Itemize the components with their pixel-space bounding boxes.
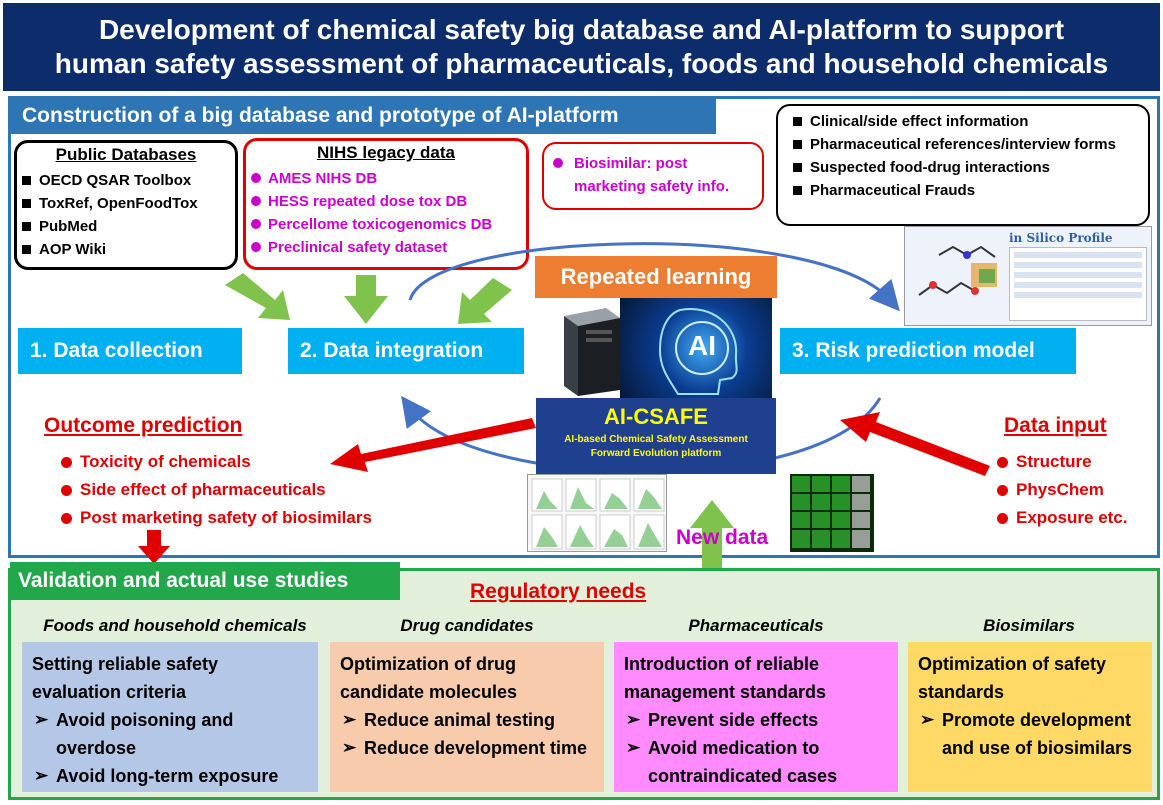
public-databases-title: Public Databases: [55, 145, 197, 164]
outcome-list: Toxicity of chemicals Side effect of pha…: [56, 448, 436, 532]
column-drug-candidates: Optimization of drug candidate molecules…: [330, 642, 604, 792]
data-input-item: PhysChem: [992, 476, 1152, 504]
software-screenshot: in Silico Profile: [904, 226, 1152, 326]
bullet-dot: [553, 158, 563, 168]
microscopy-image: [790, 474, 874, 552]
aicsafe-subtitle-2: Forward Evolution platform: [590, 448, 722, 459]
biosimilar-box: Biosimilar: post marketing safety info.: [542, 142, 764, 210]
column-item: Reduce animal testing: [340, 706, 594, 734]
construction-section-header: Construction of a big database and proto…: [10, 98, 716, 134]
column-item: Promote development and use of biosimila…: [918, 706, 1142, 762]
ai-label: AI: [688, 330, 716, 361]
public-databases-box: Public Databases OECD QSAR Toolbox ToxRe…: [14, 140, 238, 270]
stage-data-collection: 1. Data collection: [18, 328, 242, 374]
clinical-item: Pharmaceutical Frauds: [788, 179, 1144, 202]
stage-data-integration: 2. Data integration: [288, 328, 524, 374]
column-foods: Setting reliable safety evaluation crite…: [22, 642, 318, 792]
new-data-label: New data: [676, 526, 769, 549]
aicsafe-name: AI-CSAFE: [604, 404, 708, 429]
clinical-item: Pharmaceutical references/interview form…: [788, 133, 1144, 156]
ai-head-icon: [658, 308, 738, 395]
data-input-list: Structure PhysChem Exposure etc.: [992, 448, 1152, 532]
nihs-legacy-box: NIHS legacy data AMES NIHS DB HESS repea…: [243, 138, 529, 270]
public-db-item: ToxRef, OpenFoodTox: [17, 192, 235, 215]
title-line-2: human safety assessment of pharmaceutica…: [54, 48, 1109, 79]
cell-grid: [792, 476, 870, 548]
category-foods: Foods and household chemicals: [43, 616, 307, 635]
column-heading: Introduction of reliable management stan…: [624, 654, 827, 702]
green-arrow-biosimilar: [458, 278, 512, 324]
outcome-item: Toxicity of chemicals: [56, 448, 436, 476]
repeated-learning-label: Repeated learning: [535, 256, 777, 298]
public-db-item: PubMed: [17, 215, 235, 238]
aicsafe-subtitle-1: AI-based Chemical Safety Assessment: [564, 434, 748, 445]
nihs-item: AMES NIHS DB: [246, 167, 526, 190]
column-item: Avoid long-term exposure: [32, 762, 308, 790]
column-pharmaceuticals: Introduction of reliable management stan…: [614, 642, 898, 792]
software-table: [1009, 247, 1147, 321]
red-arrow-outcome: [330, 418, 536, 472]
green-arrow-new-data: [690, 500, 734, 608]
column-item: Avoid poisoning and overdose: [32, 706, 308, 762]
clinical-info-box: Clinical/side effect information Pharmac…: [776, 104, 1150, 226]
title-line-1: Development of chemical safety big datab…: [98, 14, 1065, 45]
server-icon: [564, 308, 620, 396]
red-arrow-down: [138, 530, 170, 564]
validation-section-header: Validation and actual use studies: [10, 562, 400, 600]
public-db-item: AOP Wiki: [17, 238, 235, 261]
column-heading: Optimization of safety standards: [918, 654, 1107, 702]
public-db-item: OECD QSAR Toolbox: [17, 169, 235, 192]
regulatory-needs-title: Regulatory needs: [470, 580, 647, 603]
nihs-legacy-title: NIHS legacy data: [317, 143, 455, 162]
aicsafe-box: AI-CSAFE AI-based Chemical Safety Assess…: [536, 398, 776, 474]
category-biosimilars: Biosimilars: [983, 616, 1075, 635]
column-item: Avoid medication to contraindicated case…: [624, 734, 888, 790]
software-title: in Silico Profile: [1009, 231, 1113, 245]
nihs-item: Preclinical safety dataset: [246, 236, 526, 259]
molecule-structures: [918, 245, 997, 296]
data-input-item: Structure: [992, 448, 1152, 476]
mini-charts: [531, 478, 665, 550]
green-arrow-nihs: [344, 275, 388, 324]
chart-thumbnails: [527, 474, 667, 552]
category-drug-candidates: Drug candidates: [400, 616, 534, 635]
ai-brain-image: AI: [620, 298, 772, 398]
data-input-title: Data input: [1004, 414, 1107, 437]
column-biosimilars: Optimization of safety standards Promote…: [908, 642, 1152, 792]
main-title: Development of chemical safety big datab…: [3, 3, 1160, 91]
biosimilar-text: Biosimilar: post marketing safety info.: [574, 155, 730, 195]
red-arrow-input: [840, 412, 990, 476]
nihs-item: Percellome toxicogenomics DB: [246, 213, 526, 236]
clinical-item: Suspected food-drug interactions: [788, 156, 1144, 179]
column-item: Reduce development time: [340, 734, 594, 762]
column-heading: Optimization of drug candidate molecules: [340, 654, 518, 702]
outcome-item: Post marketing safety of biosimilars: [56, 504, 436, 532]
data-input-item: Exposure etc.: [992, 504, 1152, 532]
column-item: Prevent side effects: [624, 706, 888, 734]
clinical-item: Clinical/side effect information: [788, 110, 1144, 133]
cycle-arc-top: [408, 242, 900, 312]
green-arrow-public: [225, 273, 290, 320]
outcome-prediction-title: Outcome prediction: [44, 414, 243, 437]
stage-risk-prediction: 3. Risk prediction model: [780, 328, 1076, 374]
nihs-item: HESS repeated dose tox DB: [246, 190, 526, 213]
outcome-item: Side effect of pharmaceuticals: [56, 476, 436, 504]
column-heading: Setting reliable safety evaluation crite…: [32, 654, 219, 702]
category-pharmaceuticals: Pharmaceuticals: [688, 616, 824, 635]
